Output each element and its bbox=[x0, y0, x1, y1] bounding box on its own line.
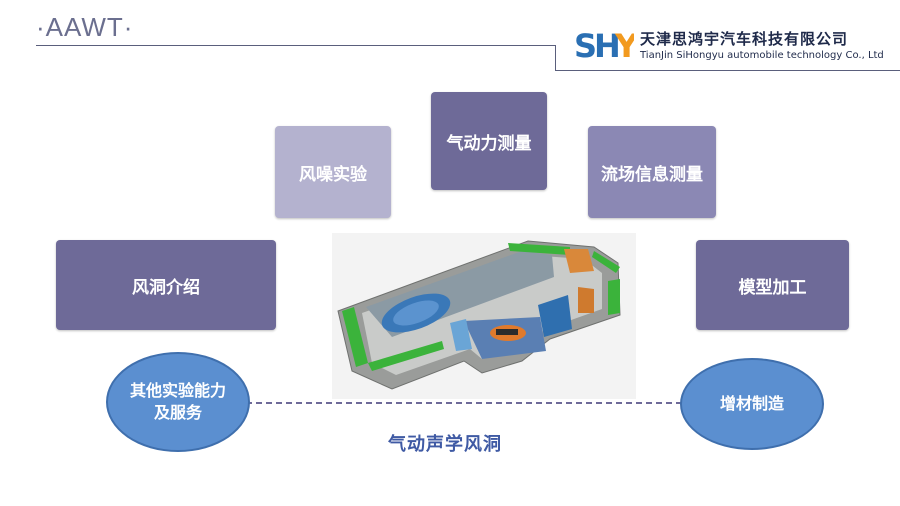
other-capabilities-label: 其他实验能力及服务 bbox=[129, 381, 226, 422]
wind-tunnel-intro-box[interactable]: 风洞介绍 bbox=[56, 240, 276, 330]
shy-logo-icon: S H Y bbox=[574, 27, 639, 65]
wind-noise-test-box[interactable]: 风噪实验 bbox=[275, 126, 391, 218]
connector-dashed-line bbox=[246, 402, 682, 404]
svg-text:H: H bbox=[594, 27, 621, 62]
aerodynamic-measurement-box[interactable]: 气动力测量 bbox=[431, 92, 547, 190]
svg-text:Y: Y bbox=[614, 27, 634, 62]
company-name-en: TianJin SiHongyu automobile technology C… bbox=[640, 50, 884, 61]
wind-tunnel-illustration bbox=[332, 233, 636, 399]
company-logo: S H Y bbox=[574, 26, 639, 65]
additive-manufacturing-label: 增材制造 bbox=[719, 394, 784, 414]
tunnel-caption: 气动声学风洞 bbox=[388, 434, 502, 455]
model-machining-box[interactable]: 模型加工 bbox=[696, 240, 849, 330]
company-name-cn: 天津思鸿宇汽车科技有限公司 bbox=[640, 30, 849, 48]
svg-text:S: S bbox=[574, 27, 597, 62]
header-divider-right bbox=[555, 70, 900, 71]
header-divider-vertical bbox=[555, 46, 556, 71]
additive-manufacturing-ellipse[interactable]: 增材制造 bbox=[680, 358, 824, 450]
title-underline bbox=[36, 45, 556, 46]
other-capabilities-ellipse[interactable]: 其他实验能力及服务 bbox=[106, 352, 250, 452]
flow-field-measurement-box[interactable]: 流场信息测量 bbox=[588, 126, 716, 218]
slide-title: ·AAWT· bbox=[36, 12, 134, 42]
